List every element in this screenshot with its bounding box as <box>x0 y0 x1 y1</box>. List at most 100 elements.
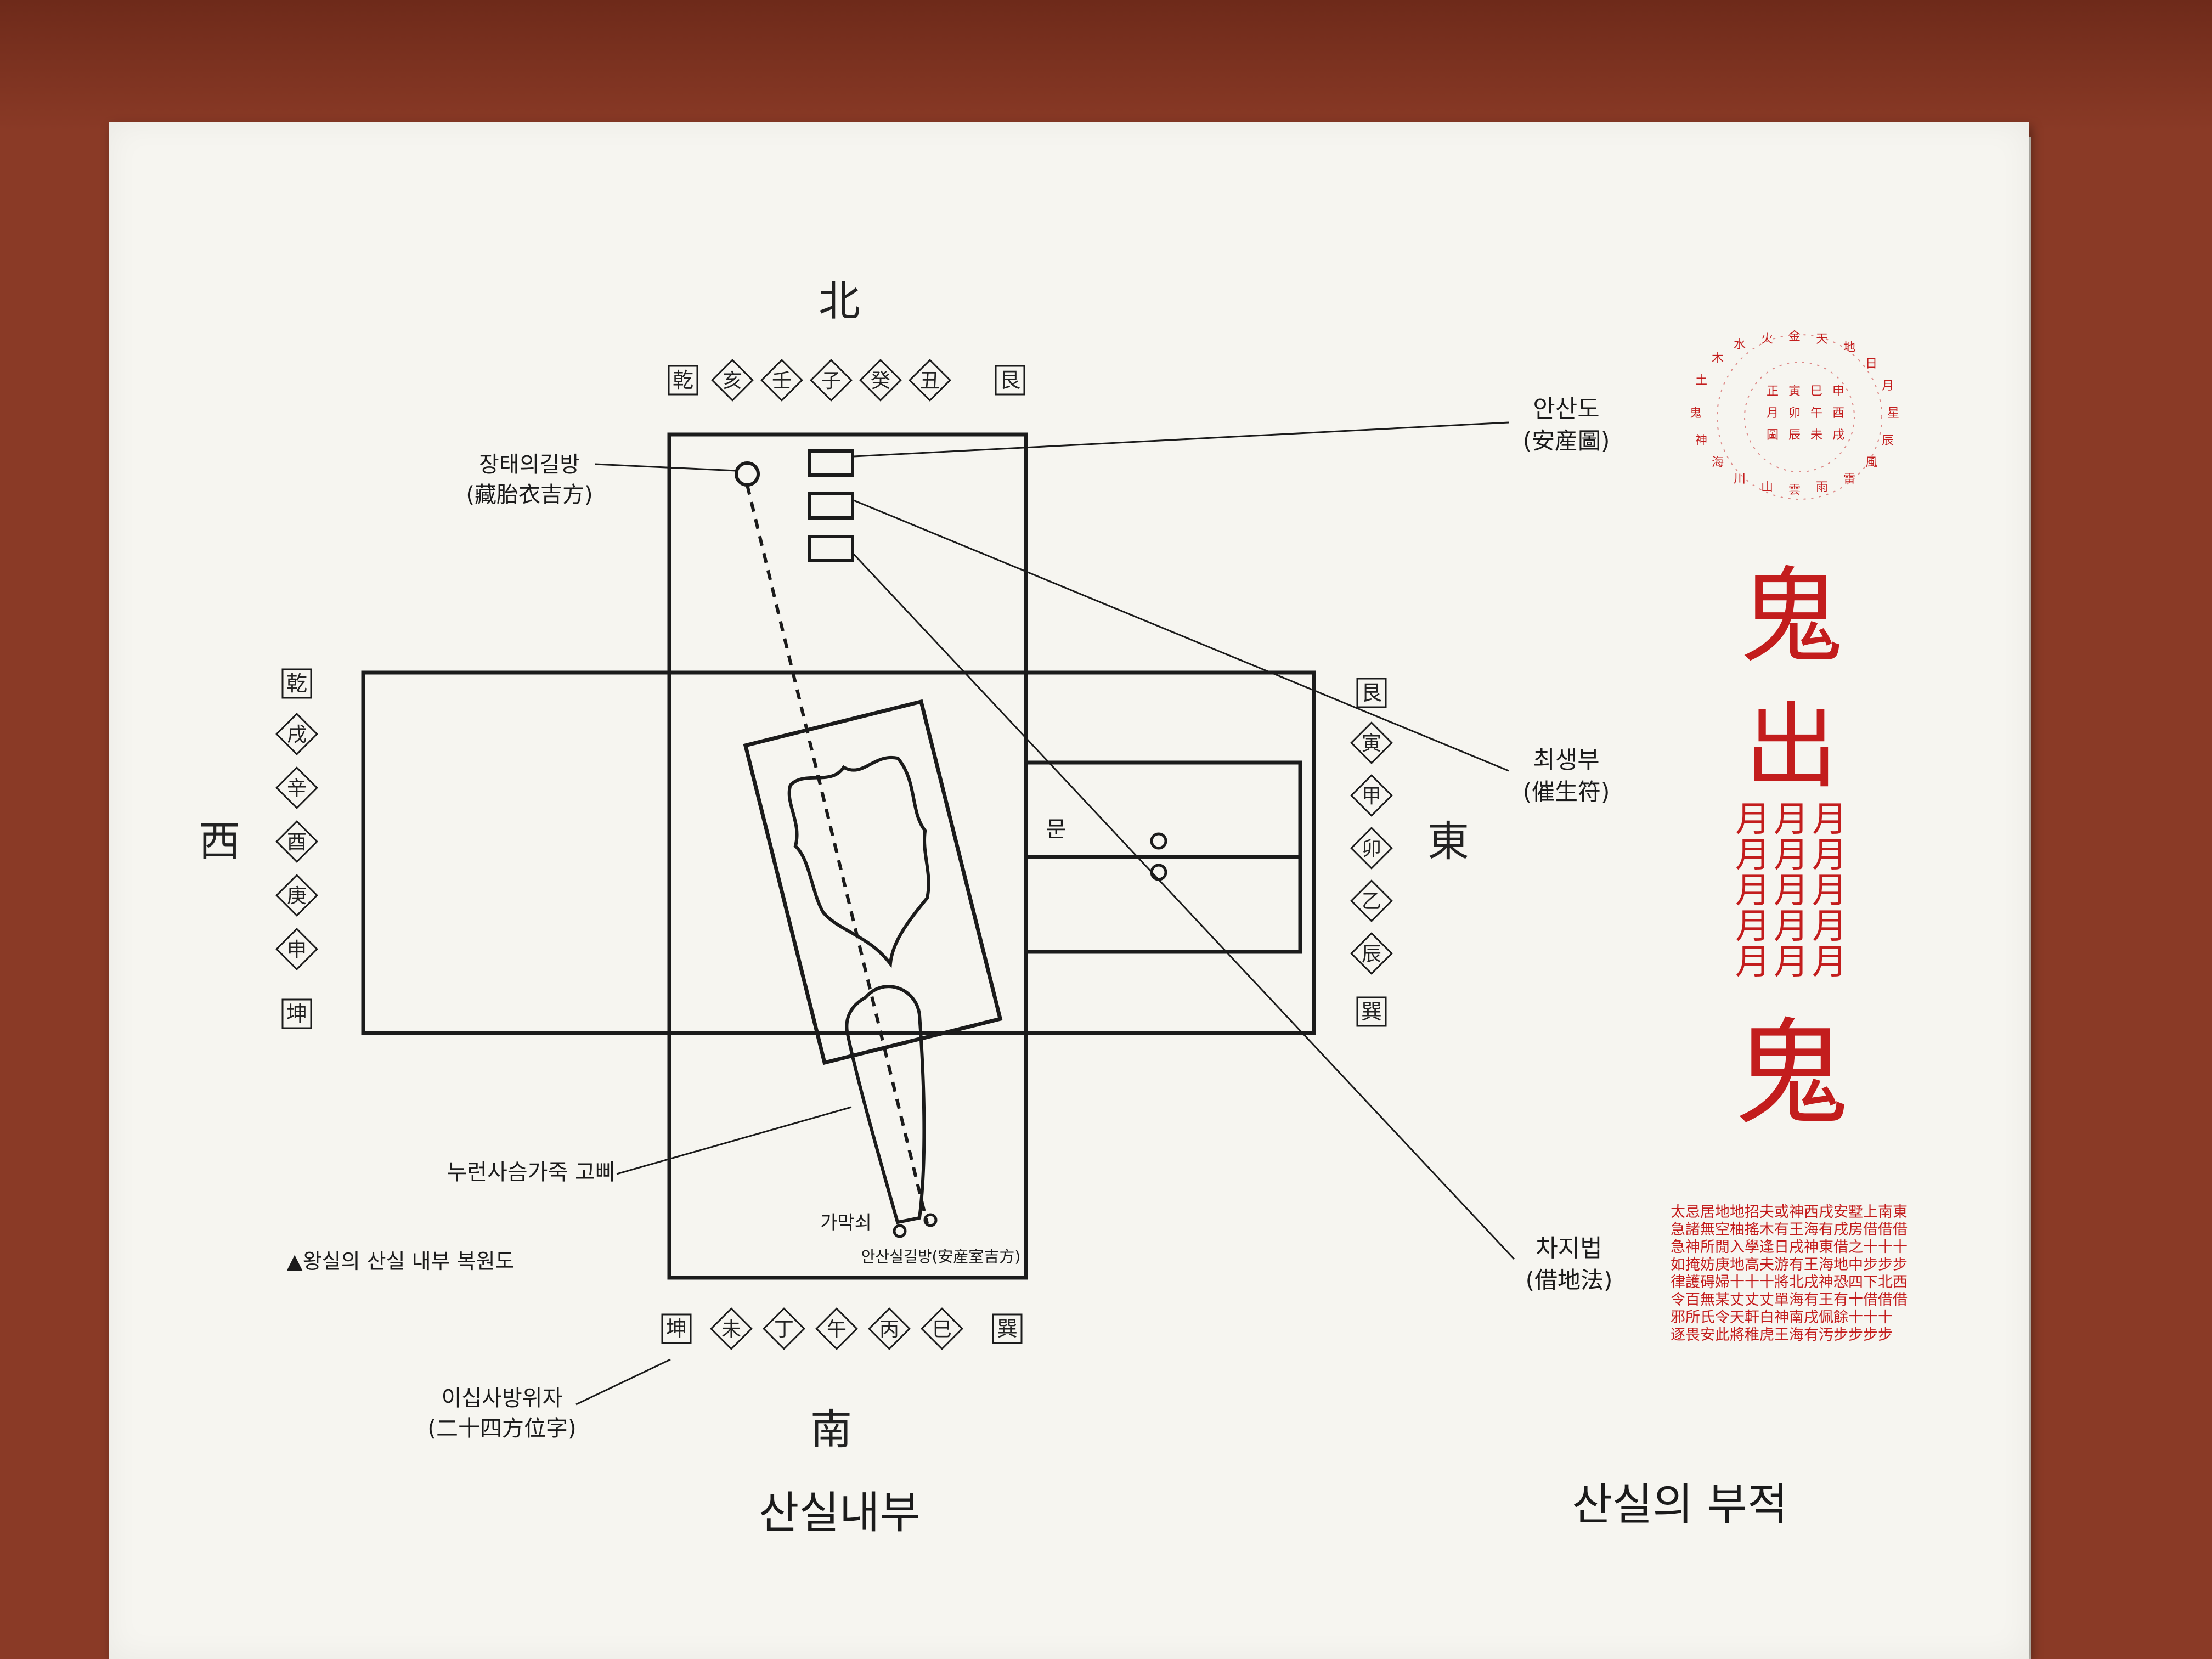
talisman-grid-char: 月 <box>1774 871 1809 911</box>
talisman-grid-char: 月 <box>1774 799 1809 840</box>
east-marker-diamond <box>1350 774 1393 817</box>
svg-text:風: 風 <box>1865 456 1877 470</box>
north-marker-box <box>668 365 698 396</box>
vertical-talisman: 鬼 出 月 月 月 月 月 月 月 月 月 月 月 月 月 月 月 鬼 <box>1734 556 1849 1141</box>
west-marker: 辛 <box>287 777 307 800</box>
east-marker-box <box>1356 996 1387 1027</box>
talisman-grid-char: 月 <box>1735 799 1770 840</box>
talisman-grid-char: 月 <box>1774 942 1809 983</box>
svg-text:天: 天 <box>1816 332 1828 346</box>
south-marker-box <box>661 1313 692 1344</box>
talisman-grid-char: 月 <box>1735 906 1770 947</box>
west-marker-diamond <box>275 874 318 917</box>
svg-text:星: 星 <box>1887 407 1899 420</box>
south-marker-diamond <box>868 1307 911 1350</box>
west-marker: 申 <box>287 939 307 961</box>
ansando-label: 안산도 <box>1533 395 1599 423</box>
position-hanja: (二十四方位字) <box>427 1416 576 1441</box>
talisman-mid-char: 出 <box>1745 693 1838 802</box>
svg-text:巳: 巳 <box>1810 385 1822 398</box>
south-marker: 丁 <box>774 1318 794 1341</box>
talisman-top-char: 鬼 <box>1739 556 1843 678</box>
choesaengbu-label: 최생부 <box>1533 746 1599 774</box>
west-marker-diamond <box>275 928 318 970</box>
talisman-text-line: 逐畏安此將稚虎王海有汚步步步步 <box>1671 1327 1893 1344</box>
chajibeop-box <box>808 535 854 562</box>
chajibeop-hanja: (借地法) <box>1526 1267 1613 1294</box>
east-marker-diamond <box>1350 827 1393 870</box>
talisman-bottom-char: 鬼 <box>1734 1007 1849 1141</box>
north-marker: 癸 <box>871 370 890 392</box>
wall-background <box>0 0 2212 132</box>
south-marker-diamond <box>763 1307 805 1350</box>
talisman-grid-char: 月 <box>1812 906 1847 947</box>
south-marker: 坤 <box>666 1317 687 1341</box>
north-marker-diamond <box>711 359 754 402</box>
south-marker: 午 <box>827 1318 847 1341</box>
svg-text:月: 月 <box>1767 407 1779 420</box>
north-marker: 壬 <box>772 370 792 392</box>
svg-text:海: 海 <box>1712 456 1724 470</box>
north-direction-row: 乾 亥 壬 子 癸 丑 艮 <box>668 359 1025 402</box>
svg-text:辰: 辰 <box>1788 428 1801 442</box>
west-marker-diamond <box>275 713 318 755</box>
leader-choesaengbu <box>853 499 1509 772</box>
svg-text:圖: 圖 <box>1767 428 1779 442</box>
talisman-grid-char: 月 <box>1812 799 1847 840</box>
restore-caption: ▲왕실의 산실 내부 복원도 <box>286 1249 514 1273</box>
east-marker: 卯 <box>1362 838 1381 860</box>
text-block-talisman: 太忌居地地招夫或神西戌安墅上南東 急諸無空柚搖木有王海有戌房借借借 急神所閒入學… <box>1671 1204 1908 1344</box>
north-marker-diamond <box>859 359 902 402</box>
ansansil-label: 안산실길방(安産室吉方) <box>861 1248 1021 1266</box>
north-marker: 丑 <box>920 370 940 392</box>
north-marker: 艮 <box>1000 368 1020 392</box>
west-marker-diamond <box>275 766 318 809</box>
display-board <box>109 122 2029 1659</box>
west-marker: 戌 <box>287 724 307 746</box>
ansando-hanja: (安産圖) <box>1523 427 1610 454</box>
east-marker-diamond <box>1350 879 1393 922</box>
ansando-box <box>808 449 854 477</box>
straw-label: 가막쇠 <box>820 1212 872 1234</box>
svg-text:午: 午 <box>1810 407 1822 420</box>
west-marker: 酉 <box>287 831 307 854</box>
talisman-text-line: 邪所氏令天軒白神南戌佩餘十十十 <box>1671 1309 1893 1326</box>
east-direction-col: 艮 寅 甲 卯 乙 辰 巽 <box>1350 678 1393 1027</box>
straw-knot-left <box>893 1224 907 1238</box>
svg-text:雨: 雨 <box>1816 481 1828 494</box>
talisman-grid-char: 月 <box>1812 835 1847 876</box>
talisman-grid-char: 月 <box>1774 906 1809 947</box>
south-marker: 巽 <box>997 1317 1018 1341</box>
talisman-grid-char: 月 <box>1774 835 1809 876</box>
svg-text:木: 木 <box>1712 352 1724 365</box>
title-sansil-talisman: 산실의 부적 <box>1572 1479 1787 1530</box>
west-marker-box <box>281 998 312 1029</box>
leader-position <box>575 1358 671 1406</box>
leader-jangtae <box>595 463 737 472</box>
south-marker: 未 <box>721 1318 741 1341</box>
svg-text:月: 月 <box>1882 379 1894 393</box>
south-marker-box <box>992 1313 1023 1344</box>
direction-west: 西 <box>199 817 240 866</box>
svg-text:酉: 酉 <box>1832 407 1844 420</box>
leader-deer-skin <box>616 1106 852 1175</box>
svg-text:川: 川 <box>1734 472 1746 486</box>
svg-text:日: 日 <box>1865 357 1877 371</box>
talisman-grid-char: 月 <box>1735 942 1770 983</box>
door-ring-bottom <box>1150 864 1167 881</box>
svg-text:卯: 卯 <box>1788 407 1801 420</box>
south-marker-diamond <box>921 1307 963 1350</box>
talisman-grid-char: 月 <box>1812 871 1847 911</box>
west-direction-col: 乾 戌 辛 酉 庚 申 坤 <box>275 668 318 1029</box>
north-marker-diamond <box>760 359 803 402</box>
north-marker-box <box>995 365 1025 396</box>
east-marker: 巽 <box>1361 1000 1382 1024</box>
svg-text:地: 地 <box>1843 341 1855 354</box>
east-marker: 艮 <box>1361 681 1382 705</box>
west-marker: 庚 <box>287 885 307 907</box>
south-marker-diamond <box>710 1307 753 1350</box>
direction-east: 東 <box>1427 817 1469 866</box>
room-horizontal <box>361 670 1316 1035</box>
talisman-grid-char: 月 <box>1735 835 1770 876</box>
